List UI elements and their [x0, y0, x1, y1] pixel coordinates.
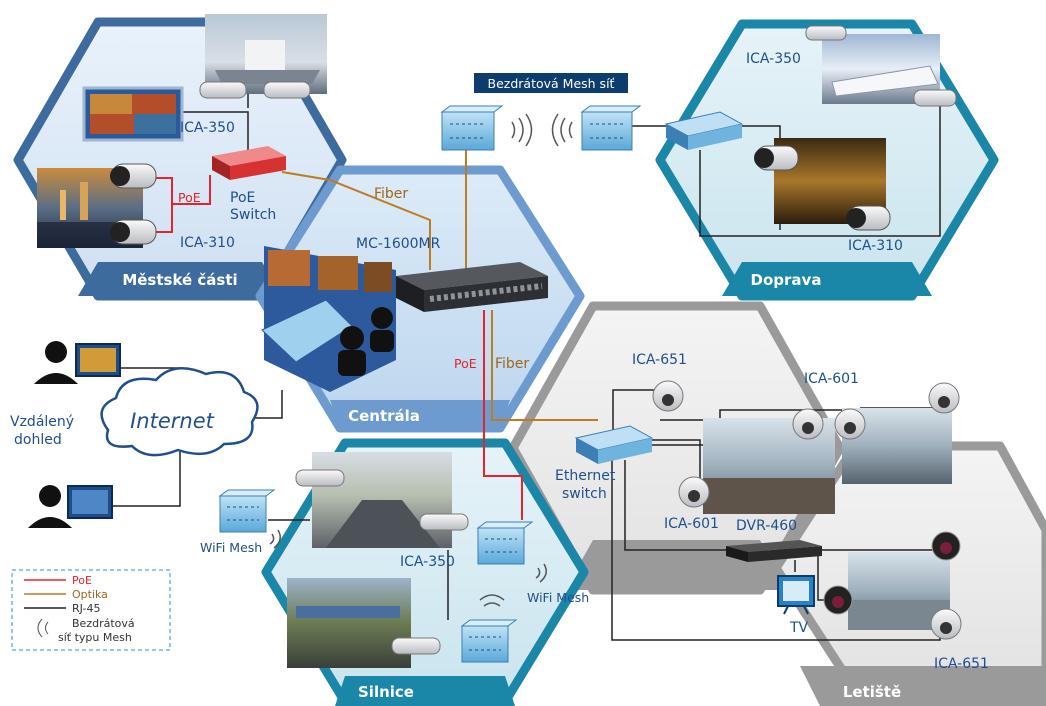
wifi-mesh-box-icon	[218, 489, 276, 533]
zone-letiste: Letiště	[843, 683, 901, 701]
wifi-mesh-right-label: WiFi Mesh	[527, 590, 589, 605]
wifi-mesh-box-icon	[460, 619, 518, 663]
zone-mestske: Městské části	[122, 271, 237, 289]
legend	[11, 569, 171, 651]
ship-photo	[205, 14, 327, 94]
internet-cloud-icon	[100, 367, 259, 457]
internet-label: Internet	[130, 409, 215, 433]
mc1600mr-label: MC-1600MR	[356, 236, 441, 252]
poe-switch-label: PoE	[230, 190, 255, 206]
remote-label: Vzdálený	[10, 414, 74, 430]
ica310-doprava-label: ICA-310	[848, 238, 903, 254]
dvr460-label: DVR-460	[736, 518, 797, 534]
remote-label-2: dohled	[14, 432, 62, 448]
poe-switch-icon	[212, 146, 286, 180]
remote-operator-icon	[28, 485, 113, 528]
tv-label: TV	[789, 620, 809, 636]
ica651-bottom-label: ICA-651	[934, 656, 989, 672]
ica601-top-label: ICA-601	[804, 371, 859, 387]
monitor-mestske	[82, 86, 184, 142]
wireless-signal-icon	[269, 529, 547, 607]
mesh-network-label: Bezdrátová Mesh síť	[488, 76, 615, 91]
camera-icon	[110, 81, 311, 245]
tv-icon	[777, 575, 815, 615]
poe-switch-label-2: Switch	[230, 207, 276, 223]
wifi-mesh-left-label: WiFi Mesh	[200, 540, 262, 555]
highway-photo	[312, 452, 452, 548]
poe-mid-label: PoE	[454, 356, 477, 371]
legend-mesh-2: síť typu Mesh	[58, 631, 132, 644]
camera-icon	[295, 469, 469, 655]
ica651-top-label: ICA-651	[632, 352, 687, 368]
zone-silnice: Silnice	[358, 683, 414, 701]
legend-rj45: RJ-45	[72, 602, 100, 615]
wifi-mesh-box-icon	[440, 105, 504, 151]
zone-centrala: Centrála	[348, 407, 420, 425]
wireless-signal-icon	[511, 113, 573, 147]
mesh-network-banner	[474, 73, 628, 93]
legend-optika: Optika	[72, 588, 108, 601]
legend-poe: PoE	[72, 574, 92, 587]
ica350-silnice-label: ICA-350	[400, 554, 455, 570]
fiber-top-label: Fiber	[374, 186, 408, 202]
poe-small-label: PoE	[178, 190, 201, 205]
legend-mesh: Bezdrátová	[72, 617, 135, 630]
ethernet-switch-label: Ethernet	[555, 468, 616, 484]
control-room-illustration	[261, 246, 396, 392]
ica310-mestske-label: ICA-310	[180, 235, 235, 251]
tollbooth-photo	[287, 578, 411, 668]
fiber-mid-label: Fiber	[495, 356, 529, 372]
dome-camera-icon	[652, 380, 962, 640]
wifi-mesh-box-icon	[476, 521, 534, 565]
ethernet-switch-label-2: switch	[562, 486, 607, 502]
ethernet-switch-icon	[574, 425, 654, 464]
zone-doprava: Doprava	[751, 271, 822, 289]
remote-operator-icon	[34, 341, 121, 384]
ica601-bottom-label: ICA-601	[664, 516, 719, 532]
ica350-doprava-label: ICA-350	[746, 51, 801, 67]
dvr-icon	[726, 540, 822, 562]
terminal-photo	[703, 418, 835, 514]
wifi-mesh-box-icon	[580, 105, 642, 151]
camera-icon	[754, 25, 957, 231]
switch-icon	[664, 111, 744, 150]
ica350-mestske-label: ICA-350	[180, 120, 235, 136]
fiber-lines	[281, 150, 598, 421]
media-converter-chassis-icon	[396, 262, 548, 312]
